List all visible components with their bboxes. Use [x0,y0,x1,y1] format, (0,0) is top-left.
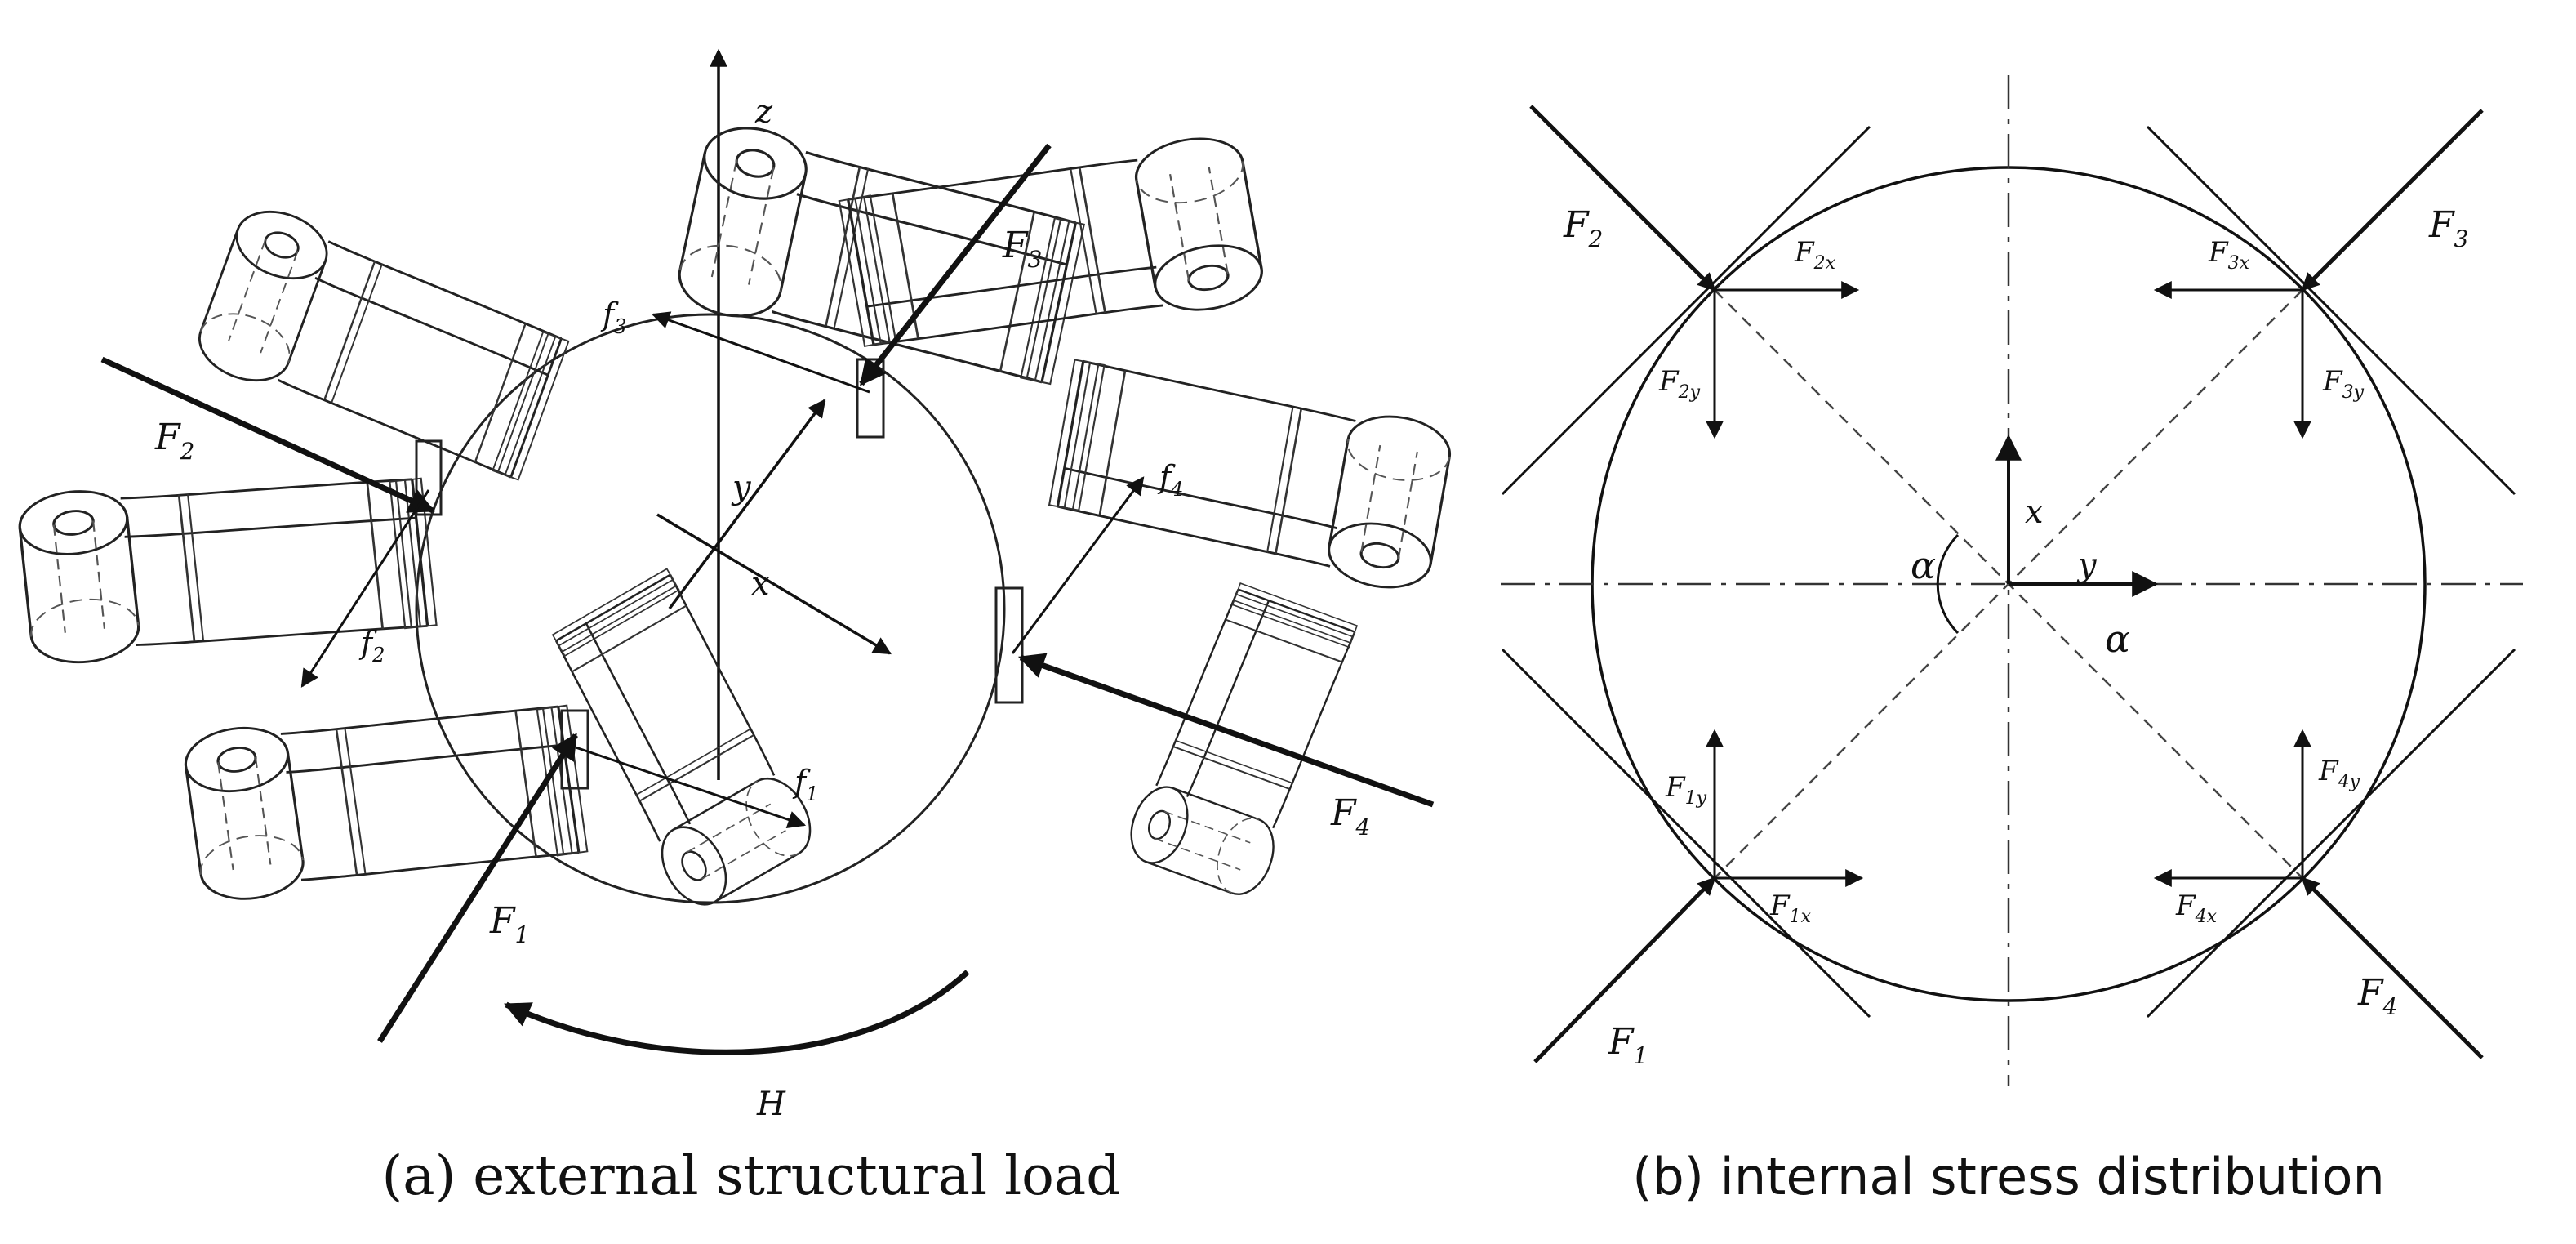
x-axis [656,513,892,655]
lug-right-lower [1120,575,1359,903]
friction-label-f4: f4 [1157,459,1183,501]
component-label-f1x: F1x [1769,890,1812,927]
lug-lower-left [180,680,589,907]
component-label-f4y: F4y [2318,755,2360,792]
component-label-f4x: F4x [2175,890,2218,927]
angle-label-right: α [2105,617,2130,661]
force-label-b-f2: F2 [1563,204,1603,252]
angle-label-left: α [1911,543,1936,587]
force-label-f4: F4 [1330,792,1370,840]
y-axis [668,399,826,610]
component-label-f3y: F3y [2322,365,2365,403]
component-label-f1y: F1y [1665,771,1707,809]
force-label-f2: F2 [154,417,194,465]
force-arrow-f2 [100,356,435,514]
lug-bottom [533,568,825,917]
contact-block-f4 [994,586,1024,704]
moment-label-h: H [756,1086,786,1123]
friction-label-f2: f2 [358,625,385,667]
friction-arrow-f3 [651,311,870,394]
axis-label-y-b: y [2076,546,2098,584]
tangent-line-f2 [1501,125,1871,496]
force-label-b-f3: F3 [2428,204,2468,252]
axis-label-x-b: x [2025,493,2044,531]
force-label-f3: F3 [1002,225,1042,273]
axis-label-z: z [754,93,773,131]
tangent-line-f4 [2146,648,2516,1019]
force-arrow-b-f3 [2301,109,2484,292]
force-arrow-b-f2 [1529,105,1716,292]
contact-block-f2 [415,439,443,516]
friction-arrow-f4 [1011,476,1145,654]
friction-arrow-f1 [575,746,807,829]
force-arrow-f4 [1017,653,1435,808]
force-label-b-f4: F4 [2357,972,2397,1020]
panel-external-structural-load: z y x F1 F2 F3 F4 f1 f2 f3 f4 H (a) exte… [15,48,1457,1207]
caption-a: (a) external structural load [381,1144,1120,1207]
moment-arrow-h [504,970,970,1055]
force-label-b-f1: F1 [1608,1021,1648,1069]
lug-left [15,453,438,669]
angle-arc [1936,533,1960,635]
component-label-f2y: F2y [1658,365,1701,403]
panel-internal-stress-distribution: x y α α F2 F3 F1 F4 F2x F2y F3x F3y F1y … [1501,75,2523,1206]
friction-label-f3: f3 [600,297,626,338]
caption-b: (b) internal stress distribution [1632,1147,2385,1206]
force-arrow-b-f4 [2301,876,2484,1059]
friction-arrow-f2 [300,489,430,688]
friction-label-f1: f1 [792,764,818,805]
tangent-line-f3 [2146,125,2516,496]
component-label-f3x: F3x [2208,236,2250,274]
tangent-line-f1 [1501,648,1871,1019]
force-arrow-f1 [377,733,578,1043]
ring-outline [415,313,1006,904]
axis-label-x: x [751,565,770,603]
axis-label-y: y [731,469,752,506]
lug-right-upper [1043,358,1457,596]
lug-upper-left [189,198,578,481]
force-arrow-b-f1 [1533,876,1716,1063]
component-label-f2x: F2x [1794,236,1836,274]
force-label-f1: F1 [489,900,529,948]
force-arrow-f3 [859,143,1052,386]
